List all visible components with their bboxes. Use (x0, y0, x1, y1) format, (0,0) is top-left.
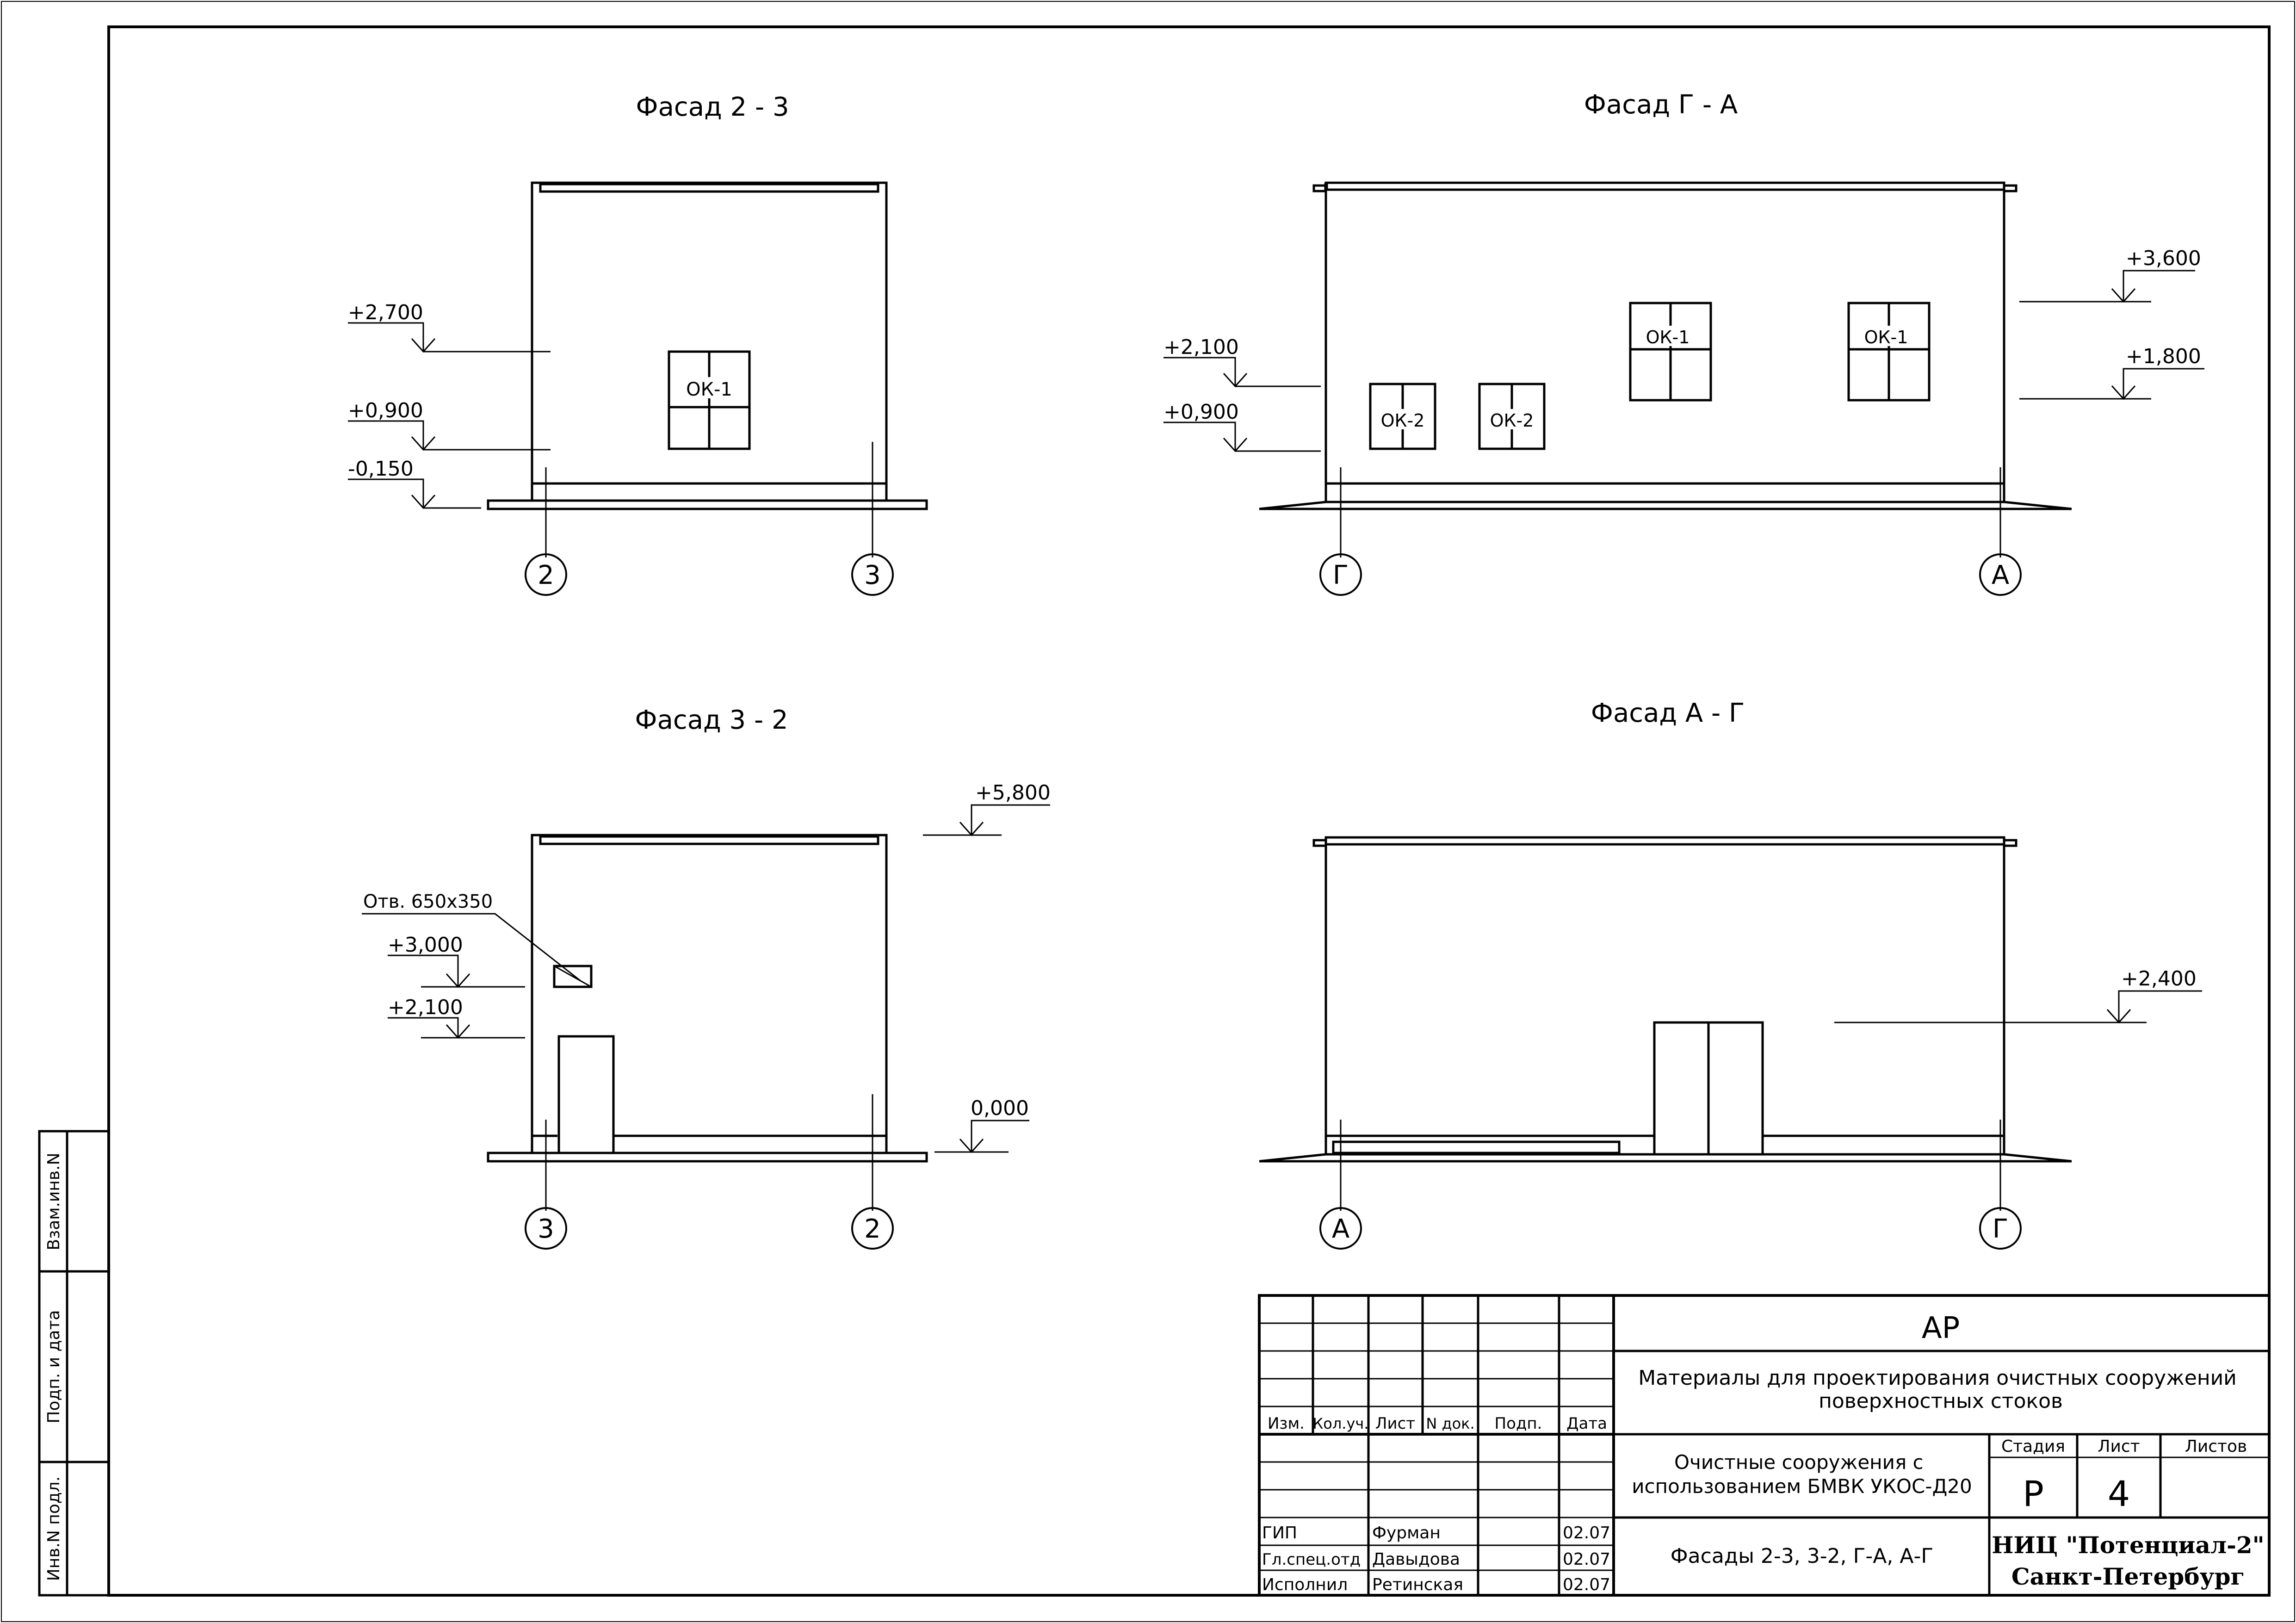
elevation-mark: -0,150 (348, 457, 481, 509)
facade-title: Фасад Г - А (1584, 90, 1738, 120)
staff-name: Давыдова (1372, 1550, 1460, 1569)
wall-opening (553, 965, 593, 988)
window-ok1: ОК-1 (1629, 302, 1712, 402)
staff-name: Ретинская (1372, 1575, 1463, 1594)
svg-text:-0,150: -0,150 (348, 457, 414, 481)
svg-text:2: 2 (864, 1214, 881, 1244)
staff-date: 02.07 (1563, 1575, 1610, 1594)
facade-g-a: Фасад Г - А ОК-2 ОК-2 (1163, 90, 2204, 596)
drawing-border (107, 25, 2271, 1597)
sheet-header: Лист (2098, 1437, 2140, 1456)
col-header-kol: Кол.уч. (1313, 1415, 1369, 1432)
elevation-mark: +3,000 (388, 933, 525, 988)
sheets-total-header: Листов (2185, 1437, 2247, 1456)
sheet-title: Фасады 2-3, 3-2, Г-А, А-Г (1671, 1544, 1933, 1568)
svg-text:+2,400: +2,400 (2121, 967, 2197, 991)
axis-bubble: 3 (525, 1207, 567, 1250)
staff-date: 02.07 (1563, 1550, 1610, 1569)
col-header-date: Дата (1566, 1414, 1607, 1433)
axis-bubble: 3 (851, 553, 894, 596)
svg-text:3: 3 (538, 1214, 554, 1244)
staff-role: Гл.спец.отд (1262, 1550, 1361, 1569)
axis-bubble: Г (1979, 1207, 2022, 1250)
axis-bubble: А (1979, 553, 2022, 596)
title-block: Изм. Кол.уч. Лист N док. Подп. Дата ГИП … (1258, 1294, 2271, 1597)
elevation-mark: +3,600 (2019, 247, 2201, 303)
elevation-mark: +2,100 (1163, 335, 1321, 388)
side-stamp: Взам.инв.N Подп. и дата Инв.N подл. (38, 1130, 110, 1597)
window-ok1: ОК-1 (668, 350, 751, 450)
window-label: ОК-2 (1381, 410, 1425, 431)
facade-title: Фасад 3 - 2 (635, 705, 788, 735)
stage-header: Стадия (2001, 1437, 2065, 1456)
elevation-mark: +2,700 (348, 301, 551, 353)
stamp-label-replace-inv: Взам.инв.N (44, 1152, 63, 1250)
svg-text:+3,000: +3,000 (388, 933, 463, 957)
col-header-list: Лист (1375, 1414, 1415, 1433)
window-label: ОК-1 (1864, 327, 1908, 347)
elevation-mark: +2,100 (388, 996, 525, 1039)
svg-text:+2,700: +2,700 (348, 301, 423, 324)
staff-date: 02.07 (1563, 1524, 1610, 1542)
staff-role: Исполнил (1262, 1575, 1348, 1594)
staff-name: Фурман (1372, 1524, 1441, 1542)
org-name: НИЦ "Потенциал-2" (1992, 1531, 2264, 1559)
svg-text:А: А (1992, 560, 2009, 590)
elevation-mark: 0,000 (934, 1096, 1029, 1153)
object-name: Очистные сооружения с использованием БМВ… (1632, 1451, 1972, 1498)
axis-bubble: Г (1319, 553, 1362, 596)
elevation-mark: +0,900 (1163, 400, 1321, 452)
facade-2-3: Фасад 2 - 3 ОК-1 +2,700 +0,900 (348, 92, 928, 596)
double-door (1653, 1021, 1764, 1156)
window-ok2: ОК-2 (1478, 383, 1546, 450)
window-ok2: ОК-2 (1369, 383, 1436, 450)
facade-title: Фасад А - Г (1591, 698, 1745, 728)
svg-text:+2,100: +2,100 (388, 996, 463, 1019)
elevation-mark: +5,800 (923, 781, 1051, 836)
elevation-mark: +0,900 (348, 399, 551, 451)
sheet-number: 4 (2108, 1473, 2130, 1514)
svg-text:+0,900: +0,900 (1163, 400, 1239, 424)
svg-text:Отв. 650х350: Отв. 650х350 (363, 891, 493, 912)
window-label: ОК-1 (686, 379, 732, 400)
stamp-label-sign-date: Подп. и дата (44, 1310, 63, 1423)
svg-text:+2,100: +2,100 (1163, 335, 1239, 359)
svg-text:+5,800: +5,800 (975, 781, 1051, 805)
svg-text:Г: Г (1993, 1214, 2008, 1244)
svg-text:+3,600: +3,600 (2126, 247, 2201, 270)
window-label: ОК-2 (1490, 410, 1534, 431)
doc-code: АР (1922, 1311, 1960, 1345)
staff-role: ГИП (1262, 1524, 1297, 1542)
svg-text:А: А (1332, 1214, 1349, 1244)
col-header-izm: Изм. (1268, 1414, 1305, 1433)
stamp-label-inv-orig: Инв.N подл. (44, 1476, 63, 1581)
col-header-sign: Подп. (1495, 1414, 1542, 1433)
window-label: ОК-1 (1646, 327, 1690, 347)
svg-text:3: 3 (864, 560, 881, 590)
svg-text:0,000: 0,000 (971, 1096, 1029, 1120)
elevation-mark: +1,800 (2019, 345, 2204, 400)
facade-a-g: Фасад А - Г +2,400 А (1259, 698, 2202, 1250)
opening-note: Отв. 650х350 (362, 891, 581, 982)
window-ok1: ОК-1 (1847, 302, 1931, 402)
facade-title: Фасад 2 - 3 (636, 92, 789, 122)
axis-bubble: 2 (851, 1207, 894, 1250)
axis-bubble: 2 (525, 553, 567, 596)
svg-text:+1,800: +1,800 (2126, 345, 2201, 368)
svg-text:2: 2 (538, 560, 554, 590)
stage-value: Р (2023, 1473, 2044, 1514)
elevation-mark: +2,400 (1834, 967, 2202, 1024)
door (557, 1035, 615, 1154)
svg-text:Г: Г (1333, 560, 1349, 590)
col-header-doc: N док. (1426, 1415, 1474, 1432)
svg-text:+0,900: +0,900 (348, 399, 423, 422)
facade-3-2: Фасад 3 - 2 Отв. 650х350 +3,000 (362, 705, 1051, 1250)
axis-bubble: А (1319, 1207, 1362, 1250)
project-name: Материалы для проектирования очистных со… (1638, 1366, 2243, 1413)
org-city: Санкт-Петербург (2011, 1563, 2245, 1590)
